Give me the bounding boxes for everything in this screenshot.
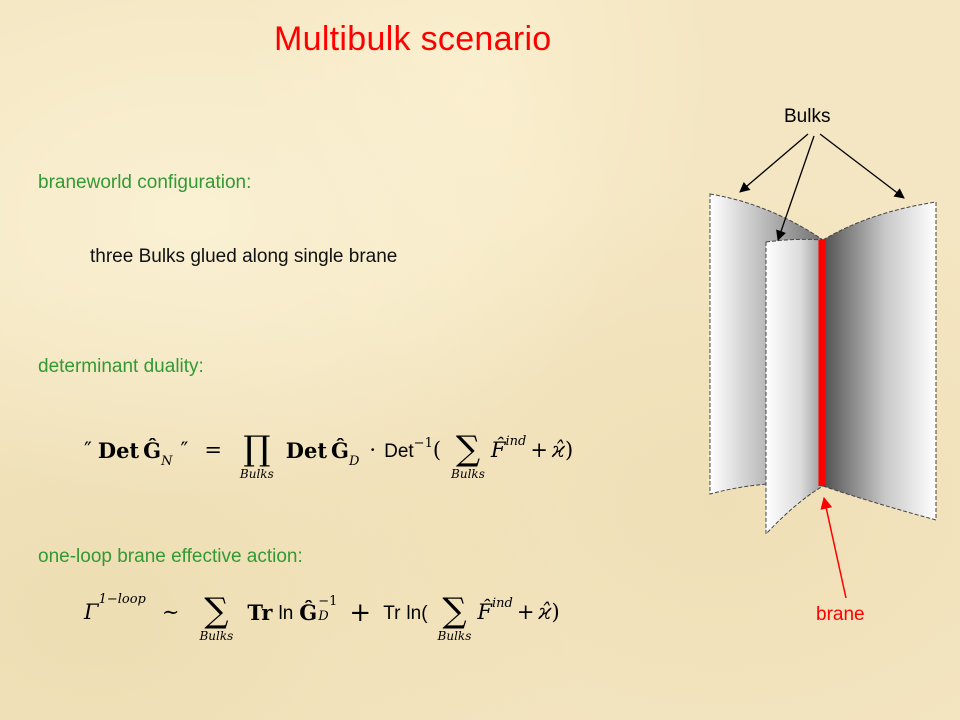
sum-symbol-2: ∑ bbox=[442, 591, 467, 631]
bulks-arrow-middle bbox=[776, 135, 815, 241]
f-hat-symbol-2: F̂ bbox=[477, 600, 492, 624]
g-scripts: −1 D bbox=[318, 594, 337, 624]
g-hat-symbol: Ĝ bbox=[143, 438, 162, 463]
det-inverse: Det bbox=[384, 441, 414, 462]
sum-operator-2: ∑ Bulks bbox=[437, 591, 472, 644]
sum-operator-1: ∑ Bulks bbox=[199, 591, 234, 644]
superscript-one-loop: 1−loop bbox=[98, 592, 146, 607]
sum-limit-1: Bulks bbox=[199, 629, 234, 644]
f-hat-symbol: F̂ bbox=[490, 438, 506, 462]
determinant-duality-heading: determinant duality: bbox=[38, 356, 204, 377]
open-quote: ″ bbox=[84, 438, 92, 462]
brane-arrow bbox=[820, 496, 847, 599]
kappa-hat-symbol: ϰ̂ bbox=[551, 438, 566, 462]
open-paren: ( bbox=[432, 438, 442, 462]
determinant-duality-formula: ″ Det Ĝ N ″ = ∏ Bulks Det Ĝ D · Det −1 (… bbox=[84, 429, 574, 482]
product-limit: Bulks bbox=[239, 467, 274, 482]
bulks-label: Bulks bbox=[784, 106, 831, 127]
sum-symbol: ∑ bbox=[455, 429, 481, 469]
sum-limit-2: Bulks bbox=[437, 629, 472, 644]
sim-operator: ∼ bbox=[161, 600, 180, 624]
ln-open-paren: ln( bbox=[406, 603, 428, 624]
three-bulks-text: three Bulks glued along single brane bbox=[90, 246, 398, 267]
equals-sign: = bbox=[204, 438, 222, 462]
trace-symbol: Tr bbox=[247, 600, 273, 625]
plus-sign-3: + bbox=[516, 600, 535, 624]
one-loop-formula: Γ 1−loop ∼ ∑ Bulks Tr ln Ĝ −1 D + Tr ln(… bbox=[84, 591, 560, 644]
gamma-symbol: Γ bbox=[84, 600, 99, 624]
dot-operator: · bbox=[369, 438, 377, 462]
superscript-ind: ind bbox=[505, 434, 527, 449]
close-paren: ) bbox=[565, 438, 574, 462]
plus-sign-2: + bbox=[349, 598, 372, 628]
sum-limit: Bulks bbox=[451, 467, 485, 482]
kappa-hat-symbol-2: ϰ̂ bbox=[538, 600, 552, 624]
right-bulk-sheet bbox=[822, 201, 937, 521]
g-hat-symbol-3: Ĝ bbox=[299, 600, 318, 625]
sum-symbol-1: ∑ bbox=[204, 591, 229, 631]
ln-symbol: ln bbox=[278, 603, 294, 624]
multibulk-diagram bbox=[709, 133, 937, 599]
subscript-d: D bbox=[348, 454, 360, 469]
subscript-n: N bbox=[161, 454, 173, 469]
g-hat-symbol-2: Ĝ bbox=[331, 438, 349, 463]
sum-operator: ∑ Bulks bbox=[451, 429, 485, 482]
product-operator: ∏ Bulks bbox=[239, 429, 274, 482]
one-loop-heading: one-loop brane effective action: bbox=[38, 546, 303, 567]
slide-title: Multibulk scenario bbox=[274, 20, 552, 58]
bulks-arrow-right bbox=[819, 133, 905, 199]
subscript-d-2: D bbox=[318, 609, 329, 624]
product-symbol: ∏ bbox=[243, 429, 271, 469]
close-quote: ″ bbox=[180, 438, 189, 462]
braneworld-configuration-heading: braneworld configuration: bbox=[38, 172, 252, 193]
superscript-ind-2: ind bbox=[491, 596, 513, 611]
trace-symbol-2: Tr bbox=[383, 603, 401, 624]
plus-sign: + bbox=[530, 438, 548, 462]
superscript-minus-one-2: −1 bbox=[318, 594, 338, 609]
brane-label: brane bbox=[816, 604, 865, 625]
det-symbol: Det bbox=[97, 438, 140, 463]
close-paren-2: ) bbox=[551, 600, 560, 624]
det-symbol-2: Det bbox=[285, 438, 328, 463]
bulks-arrow-left bbox=[739, 133, 809, 193]
superscript-minus-one: −1 bbox=[413, 436, 433, 451]
front-bulk-sheet bbox=[765, 238, 824, 536]
